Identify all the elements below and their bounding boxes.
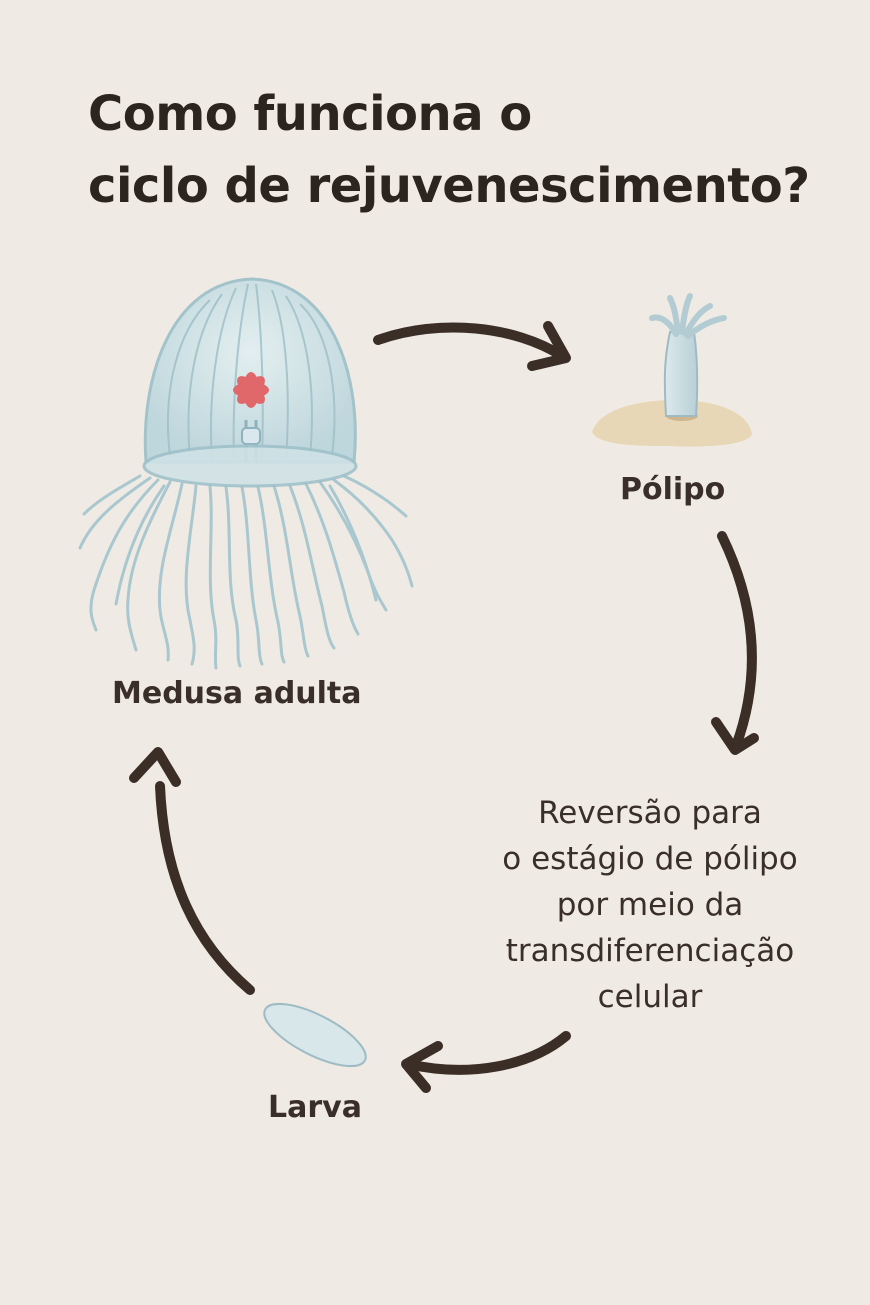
reversao-line: por meio da [556,887,744,923]
reversao-line: celular [597,979,703,1015]
polyp-icon [592,293,752,447]
jellyfish-bell-stripes [167,283,336,461]
stage-label-medusa: Medusa adulta [112,676,362,711]
arrow-polipo-to-reversao [711,531,759,755]
jellyfish-icon [78,277,414,670]
stage-label-polipo: Pólipo [620,472,726,507]
arrow-reversao-to-larva [401,1031,571,1093]
jellyfish-tentacles [78,474,414,670]
stage-label-reversao: Reversão para o estágio de pólipo por me… [470,790,830,1020]
stage-label-larva: Larva [268,1090,362,1125]
jellyfish-bell-rim [142,444,358,488]
polyp-tentacles [649,293,727,339]
jellyfish-core [233,372,269,408]
title-line-1: Como funciona o [88,86,532,142]
jellyfish-bell [143,277,357,464]
reversao-line: Reversão para [538,795,762,831]
cycle-arrows [129,321,759,1093]
arrow-medusa-to-polipo [373,321,571,371]
polyp-sand [592,400,752,447]
polyp-stalk [663,331,699,417]
reversao-line: transdiferenciação [505,933,795,969]
page-title: Como funciona o ciclo de rejuvenesciment… [88,78,858,222]
title-line-2: ciclo de rejuvenescimento? [88,158,810,214]
larva-icon [263,1002,367,1068]
arrow-larva-to-medusa [129,747,255,995]
reversao-line: o estágio de pólipo [502,841,798,877]
